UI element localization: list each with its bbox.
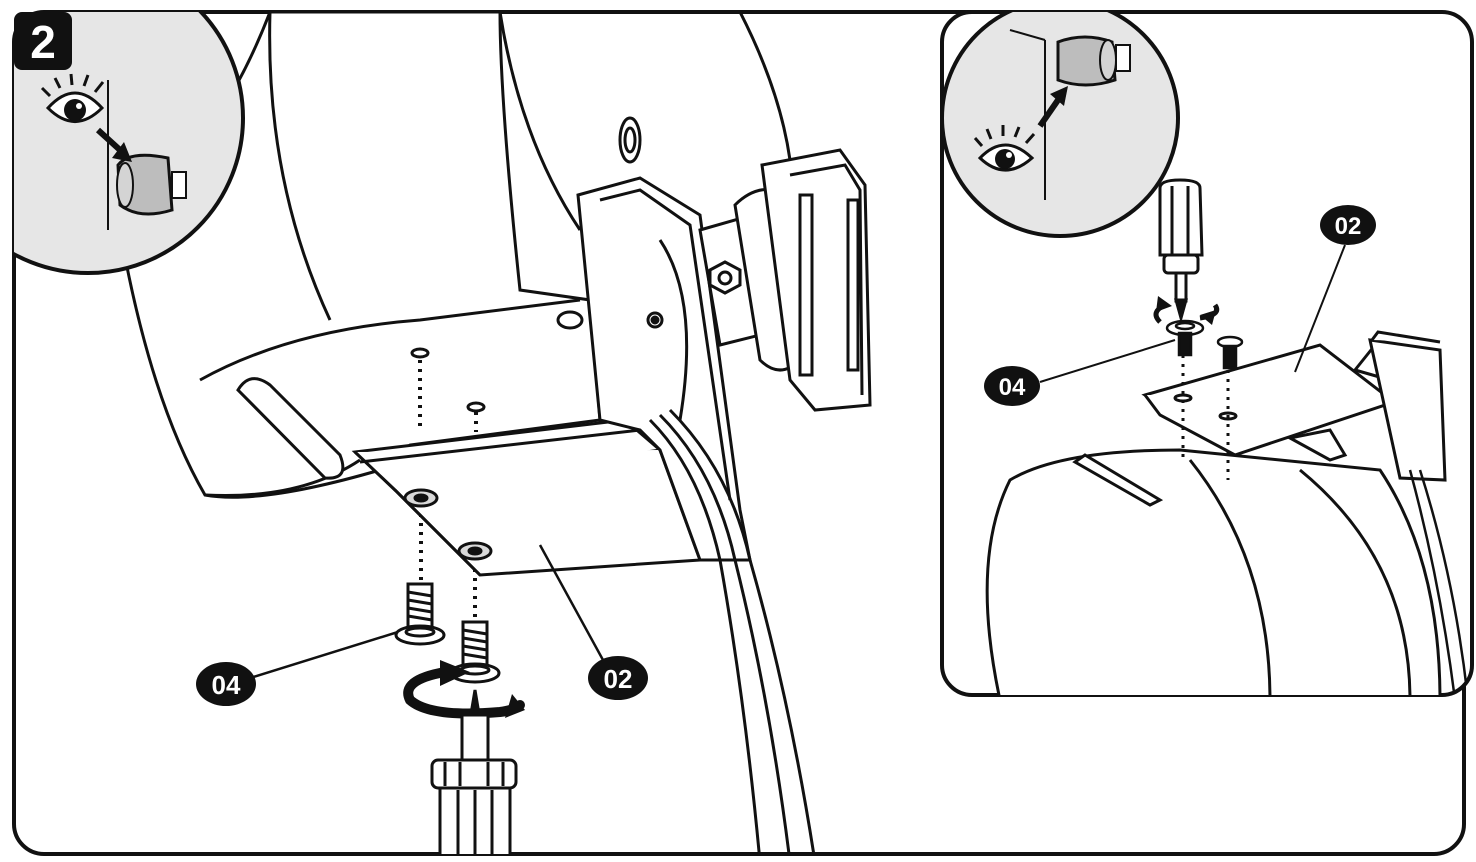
detail-bubble-left xyxy=(14,12,245,275)
inset-screws xyxy=(1165,319,1244,370)
cables xyxy=(648,408,817,854)
inset-alignment-guides xyxy=(1181,355,1230,480)
wall-mount xyxy=(698,148,872,412)
label-badge-inset-screw: 04 xyxy=(984,366,1040,406)
label-badge-inset-bracket: 02 xyxy=(1320,205,1376,245)
leader-lines-main xyxy=(249,544,605,680)
inset-cables xyxy=(1408,469,1470,695)
inset-eye-icon xyxy=(973,125,1036,172)
inset-leader-lines xyxy=(1039,244,1346,383)
step-number: 2 xyxy=(30,16,56,68)
screw-left xyxy=(394,582,446,646)
detail-bubble-inset xyxy=(942,12,1180,238)
screwdriver-bottom xyxy=(430,689,518,854)
rotation-arrow-icon xyxy=(403,660,525,719)
label-badge-main-screw: 04 xyxy=(196,662,256,706)
main-scene xyxy=(118,12,872,854)
label-main-bracket: 02 xyxy=(604,664,633,694)
step-badge: 2 xyxy=(14,12,72,70)
label-badge-main-bracket: 02 xyxy=(588,656,648,700)
inset-scene xyxy=(985,178,1470,695)
inset-rotation-arrow-icon xyxy=(1153,296,1220,325)
label-inset-bracket: 02 xyxy=(1335,213,1362,240)
eye-icon xyxy=(40,73,105,123)
inset-view-direction-arrow-icon xyxy=(1037,86,1068,128)
label-main-screw: 04 xyxy=(212,670,241,700)
inset-screwdriver xyxy=(1158,178,1204,324)
label-inset-screw: 04 xyxy=(999,374,1026,401)
inset-speaker-body xyxy=(985,428,1442,695)
view-direction-arrow-icon xyxy=(95,127,132,162)
inset-bracket xyxy=(1141,330,1447,482)
